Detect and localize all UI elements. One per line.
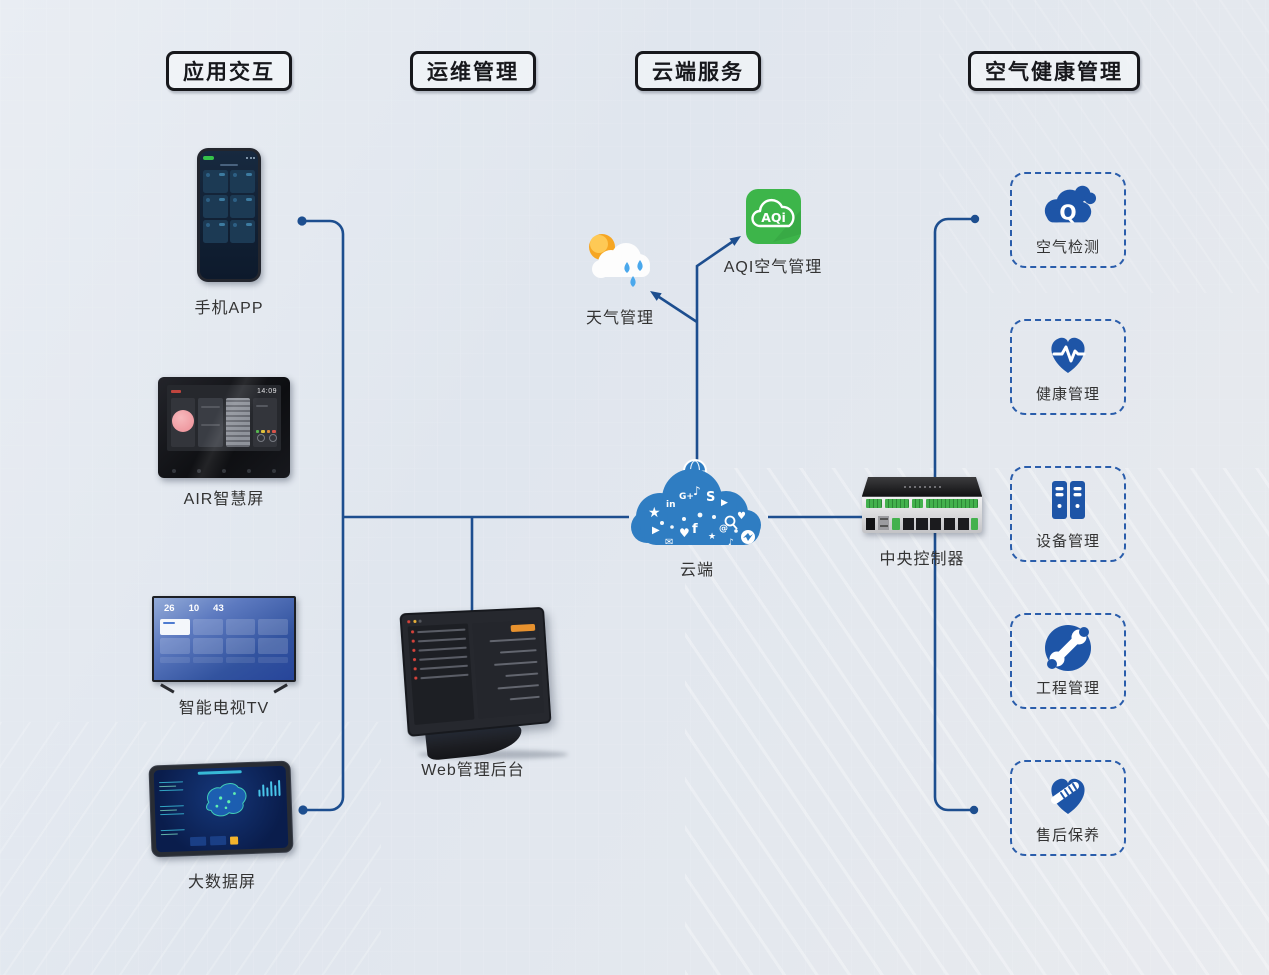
tv-app-grid <box>160 619 288 654</box>
aqi-app-icon: AQi <box>746 189 801 244</box>
big-data-screen-label: 大数据屏 <box>187 874 256 891</box>
tv-bottom-row <box>160 657 288 663</box>
feature-label: 空气检测 <box>1035 239 1100 256</box>
feature-box-air-testing: Q 空气检测 <box>1010 172 1126 268</box>
svg-text:S: S <box>706 490 715 505</box>
svg-text:♪: ♪ <box>728 538 734 548</box>
smart-tv-display: 26 10 43 <box>152 596 296 682</box>
phone-device <box>197 148 261 282</box>
web-admin-label: Web管理后台 <box>421 762 525 779</box>
dashboard-title-bar <box>197 770 242 775</box>
server-icon <box>1052 481 1085 519</box>
air-screen-buttons <box>172 469 276 473</box>
svg-text:@: @ <box>719 524 728 534</box>
header-air-health-management: 空气健康管理 <box>968 51 1140 91</box>
china-map-graphic <box>206 783 247 817</box>
header-application-interaction: 应用交互 <box>166 51 292 91</box>
svg-text:G+: G+ <box>679 492 694 502</box>
cloud-icon: ★ in G+ ♪ S ▶ ♥ ▶ ♥ f ★ @ ✉ ♪ <box>631 459 761 548</box>
phone-label: 手机APP <box>194 300 264 317</box>
header-operations-management: 运维管理 <box>410 51 536 91</box>
feature-box-device-management: 设备管理 <box>1010 466 1126 562</box>
air-screen-logo <box>171 390 181 393</box>
svg-text:AQi: AQi <box>761 210 786 225</box>
phone-tile-grid <box>200 168 258 245</box>
tv-leg-left <box>160 682 175 693</box>
svg-text:★: ★ <box>648 505 661 521</box>
air-smart-screen-device: 14:09 <box>158 377 290 478</box>
cloud-q-icon: Q <box>1044 185 1097 225</box>
phone-status-icons <box>246 156 255 159</box>
svg-text:♥: ♥ <box>679 526 690 540</box>
heart-pulse-icon <box>1051 337 1086 373</box>
feature-label: 工程管理 <box>1035 680 1100 697</box>
air-smart-screen-display: 14:09 <box>167 385 281 451</box>
air-screen-clock: 14:09 <box>256 388 277 395</box>
social-icon-glyphs: ★ in G+ ♪ S ▶ ♥ ▶ ♥ f ★ @ ✉ ♪ <box>648 484 746 548</box>
web-admin-monitor <box>398 604 573 764</box>
dashboard-left-charts <box>159 778 184 793</box>
phone-status-pill <box>203 155 214 160</box>
terminal-blocks <box>866 499 978 508</box>
weather-icon <box>589 234 650 287</box>
misc-icon-dots <box>660 512 738 533</box>
svg-text:✉: ✉ <box>665 537 673 548</box>
monitor-screen <box>399 606 552 738</box>
handshake-icon <box>1051 778 1085 814</box>
admin-sidebar <box>407 623 475 726</box>
dashboard-bar-chart <box>257 778 281 797</box>
svg-text:♥: ♥ <box>737 511 746 522</box>
admin-action-button <box>510 623 536 633</box>
big-data-dashboard <box>153 765 289 853</box>
tv-stats-row: 26 10 43 <box>164 603 224 614</box>
admin-content <box>471 619 545 720</box>
phone-app-titlebar <box>220 163 238 167</box>
svg-text:★: ★ <box>708 532 716 542</box>
feature-label: 设备管理 <box>1035 533 1100 550</box>
feature-box-health-management: 健康管理 <box>1010 319 1126 415</box>
aqi-label: AQI空气管理 <box>723 259 823 276</box>
air-card-gauge <box>171 398 196 447</box>
header-cloud-services: 云端服务 <box>635 51 761 91</box>
svg-text:f: f <box>692 522 698 537</box>
feature-box-after-sales: 售后保养 <box>1010 760 1126 856</box>
dashboard-bottom-panels <box>189 835 239 847</box>
central-controller-label: 中央控制器 <box>879 551 965 568</box>
feature-box-engineering-management: 工程管理 <box>1010 613 1126 709</box>
messenger-glyph <box>741 530 755 544</box>
controller-top <box>862 477 982 496</box>
svg-text:in: in <box>666 500 676 510</box>
feature-label: 健康管理 <box>1035 386 1100 403</box>
svg-text:▶: ▶ <box>652 525 660 536</box>
phone-screen <box>200 151 258 279</box>
controller-ports <box>866 514 979 530</box>
svg-text:♪: ♪ <box>693 484 701 498</box>
smart-tv-device: 26 10 43 <box>152 596 296 693</box>
aqi-arrowhead <box>729 236 741 246</box>
central-controller-device <box>862 477 982 535</box>
phone-terminal-dot <box>297 216 307 226</box>
big-data-screen-device <box>148 760 294 858</box>
air-smart-screen-label: AIR智慧屏 <box>183 491 265 508</box>
monitor-shadow <box>418 750 568 759</box>
aftersales-terminal-dot <box>969 805 979 815</box>
smart-tv-label: 智能电视TV <box>178 700 270 717</box>
left-rail-line <box>302 219 345 812</box>
controller-front-panel <box>862 496 982 533</box>
airtest-terminal-dot <box>970 214 980 224</box>
wrench-icon <box>1045 625 1091 671</box>
feature-label: 售后保养 <box>1035 827 1100 844</box>
svg-text:▶: ▶ <box>721 498 728 508</box>
cloud-label: 云端 <box>679 562 714 579</box>
air-card-blinds <box>225 398 250 447</box>
weather-label: 天气管理 <box>585 310 654 327</box>
tv-leg-right <box>273 682 288 693</box>
air-card-controls <box>252 398 277 447</box>
air-card-stats <box>198 398 223 447</box>
bigdata-terminal-dot <box>298 805 308 815</box>
magnifier-glyph <box>724 515 738 530</box>
svg-text:Q: Q <box>1059 201 1076 225</box>
